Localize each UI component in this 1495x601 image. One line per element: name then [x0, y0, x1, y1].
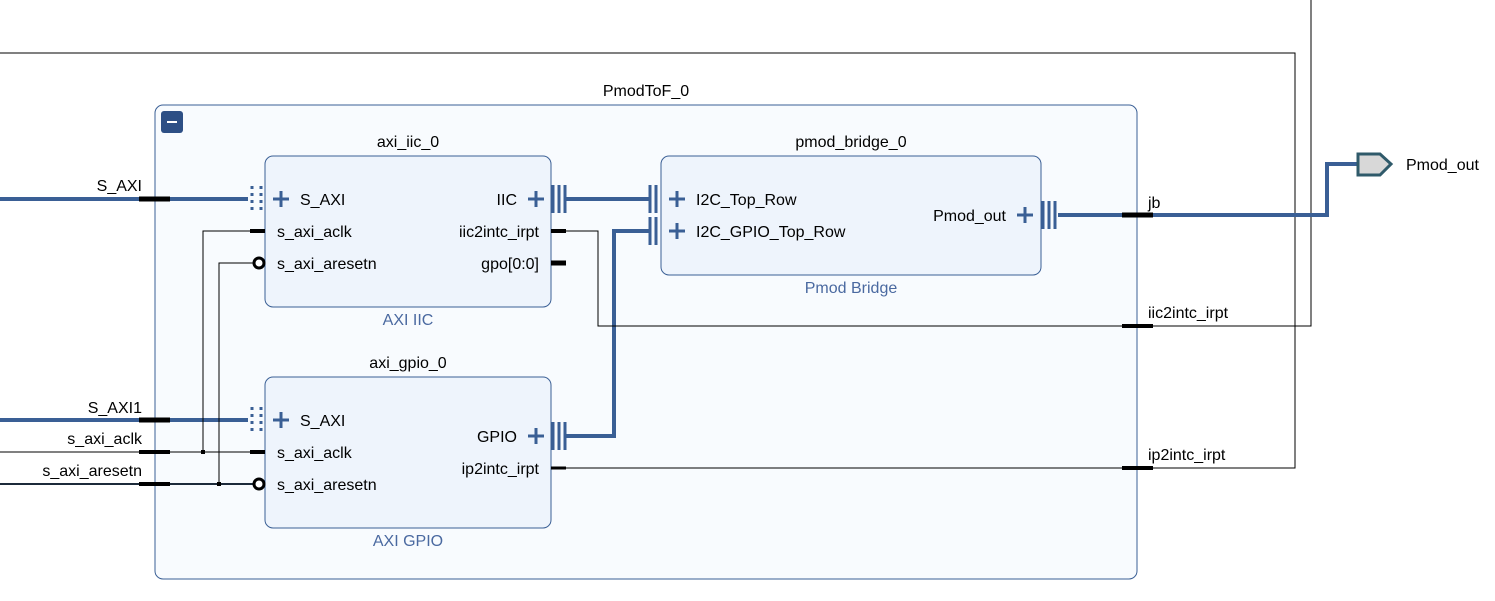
dotted-interface-icon [250, 407, 263, 435]
bus-connector-icon [1041, 201, 1057, 229]
pmod-out-bus[interactable] [1058, 162, 1360, 217]
axi-gpio-pin-aclk[interactable]: s_axi_aclk [277, 445, 353, 462]
aresetn-branch[interactable] [218, 262, 253, 484]
axi-iic-pin-irpt[interactable]: iic2intc_irpt [459, 224, 540, 241]
plus-icon[interactable] [1017, 207, 1033, 223]
bus-connector-icon [551, 185, 567, 213]
hier-pin-s-axi1[interactable]: S_AXI1 [88, 400, 142, 417]
bubble-icon [252, 256, 266, 270]
external-port-label[interactable]: Pmod_out [1406, 157, 1479, 174]
bus-connector-icon [551, 422, 567, 450]
plus-icon[interactable] [528, 428, 544, 444]
pmod-bridge-caption: Pmod Bridge [805, 280, 898, 297]
hier-pin-iic2intc-irpt[interactable]: iic2intc_irpt [1148, 305, 1229, 322]
hier-block-name: PmodToF_0 [603, 83, 689, 100]
axi-iic-instance-name: axi_iic_0 [377, 134, 439, 151]
hier-pin-s-axi[interactable]: S_AXI [97, 178, 142, 195]
pentagon-port-icon[interactable] [1356, 152, 1394, 177]
hier-right-pins: jb iic2intc_irpt ip2intc_irpt [1122, 195, 1229, 470]
gpio-bus[interactable] [566, 229, 650, 438]
plus-icon[interactable] [669, 191, 685, 207]
hier-pin-aresetn[interactable]: s_axi_aresetn [42, 463, 142, 480]
pmod-bridge-pin-top-row[interactable]: I2C_Top_Row [696, 192, 797, 209]
axi-iic-pin-iic[interactable]: IIC [497, 192, 517, 209]
axi-gpio-pin-aresetn[interactable]: s_axi_aresetn [277, 477, 377, 494]
plus-icon[interactable] [273, 412, 289, 428]
pmod-bridge-block[interactable]: pmod_bridge_0 Pmod Bridge I2C_Top_Row I2… [648, 134, 1057, 297]
external-port-pmod-out[interactable]: Pmod_out [1356, 152, 1479, 177]
plus-icon[interactable] [669, 223, 685, 239]
axi-gpio-caption: AXI GPIO [373, 533, 443, 550]
axi-iic-pin-aresetn[interactable]: s_axi_aresetn [277, 256, 377, 273]
axi-iic-caption: AXI IIC [383, 312, 434, 329]
aclk-branch[interactable] [202, 230, 265, 452]
plus-icon[interactable] [273, 191, 289, 207]
iic-irpt-net[interactable] [551, 230, 1137, 327]
axi-iic-block[interactable]: axi_iic_0 AXI IIC S_AXI s_axi_aclk s_axi… [250, 134, 567, 329]
external-nets [0, 0, 1312, 469]
hier-pin-jb[interactable]: jb [1147, 195, 1161, 212]
internal-nets [0, 162, 1360, 486]
pmod-bridge-body[interactable] [660, 155, 1042, 276]
plus-icon[interactable] [528, 191, 544, 207]
axi-iic-pin-aclk[interactable]: s_axi_aclk [277, 224, 353, 241]
axi-gpio-instance-name: axi_gpio_0 [369, 355, 447, 372]
hier-left-pins: S_AXI S_AXI1 s_axi_aclk s_axi_aresetn [42, 178, 170, 486]
bus-connector-icon [648, 185, 658, 245]
axi-gpio-block[interactable]: axi_gpio_0 AXI GPIO S_AXI s_axi_aclk s_a… [250, 355, 567, 550]
hier-pin-aclk[interactable]: s_axi_aclk [67, 431, 143, 448]
axi-iic-pin-gpo[interactable]: gpo[0:0] [481, 256, 539, 273]
bubble-icon [252, 477, 266, 491]
pmod-bridge-pin-gpio-top-row[interactable]: I2C_GPIO_Top_Row [696, 224, 846, 241]
hier-pin-ip2intc-irpt[interactable]: ip2intc_irpt [1148, 447, 1226, 464]
axi-gpio-pin-s-axi[interactable]: S_AXI [300, 413, 345, 430]
collapse-button[interactable] [161, 111, 183, 133]
dotted-interface-icon [250, 186, 263, 214]
iic2intc-irpt-net[interactable] [1152, 0, 1312, 327]
axi-gpio-pin-irpt[interactable]: ip2intc_irpt [462, 461, 540, 478]
ip2intc-irpt-net[interactable] [0, 52, 1296, 469]
axi-iic-pin-s-axi[interactable]: S_AXI [300, 192, 345, 209]
pmod-bridge-instance-name: pmod_bridge_0 [795, 134, 906, 151]
axi-gpio-pin-gpio[interactable]: GPIO [477, 429, 517, 446]
pmod-bridge-pin-pmod-out[interactable]: Pmod_out [933, 208, 1006, 225]
